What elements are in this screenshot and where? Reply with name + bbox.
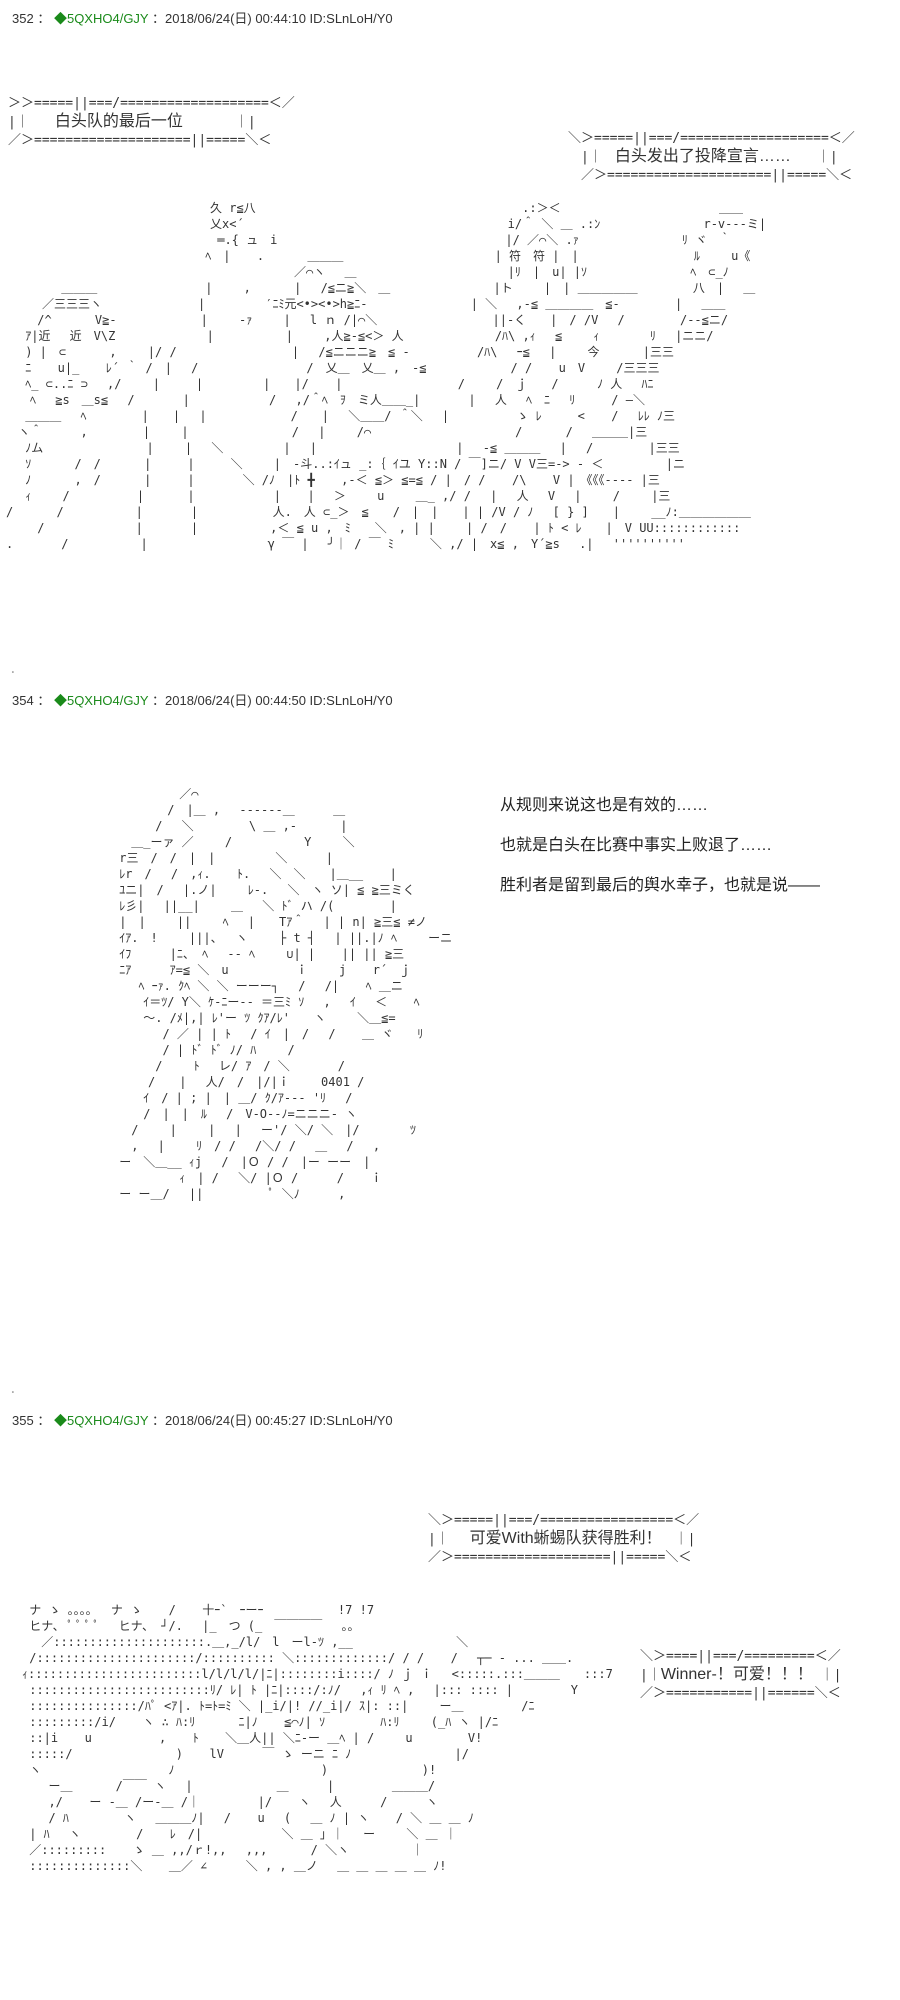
ascii-art-scene-1: 久 r≦八 .:＞＜ ＿＿ 乂x<´ i/＾ ＼ ＿ .:ﾝ r-v---ミ| … (6, 201, 767, 551)
post-header: 352 ： ◆5QXHO4/GJY ：2018/06/24(日) 00:44:1… (12, 8, 393, 27)
post-trip: ◆5QXHO4/GJY (53, 1413, 149, 1428)
caption-text: 可爱With蜥蜴队获得胜利！ (469, 1530, 662, 1547)
separator-dot: ． (10, 1382, 23, 1396)
caption-box-winner: ＼＞====||===/=========＜／ |｜Winner-！可爱！！！ … (640, 1649, 842, 1701)
post-trip: ◆5QXHO4/GJY (53, 693, 149, 708)
narration-line: 从规则来说这也是有效的…… (500, 797, 709, 814)
caption-box-left: ＞＞=====||===/===================＜／ |｜ 白头… (8, 96, 295, 148)
post-separator: ： (37, 11, 51, 26)
caption-text: 白头队的最后一位 (54, 113, 183, 130)
post-number[interactable]: 352 (12, 11, 34, 26)
ascii-art-character: ／⌒ / |＿ , ------＿ ＿ / ＼ \ ＿ ,- | ＿_ーァ ／ … (119, 787, 453, 1201)
caption-text: 白头发出了投降宣言…… (614, 148, 791, 165)
post-header: 355 ： ◆5QXHO4/GJY ：2018/06/24(日) 00:45:2… (12, 1410, 393, 1429)
post-separator: ： (37, 1413, 51, 1428)
post-meta: ：2018/06/24(日) 00:45:27 ID:SLnLoH/Y0 (152, 1413, 393, 1428)
post-number[interactable]: 355 (12, 1413, 34, 1428)
caption-box-win: ＼＞=====||===/=================＜／ |｜ 可爱Wi… (428, 1513, 700, 1565)
jersey-number: 0401 (321, 1075, 350, 1089)
post-separator: ： (37, 693, 51, 708)
caption-text: Winner-！可爱！！！ (660, 1666, 813, 1683)
post-trip: ◆5QXHO4/GJY (53, 11, 149, 26)
post-number[interactable]: 354 (12, 693, 34, 708)
post-header: 354 ： ◆5QXHO4/GJY ：2018/06/24(日) 00:44:5… (12, 690, 393, 709)
narration-line: 也就是白头在比赛中事实上败退了…… (500, 837, 773, 854)
caption-box-right: ＼＞=====||===/===================＜／ |｜ 白头… (568, 131, 855, 183)
ascii-art-celebration: ナ ゝ 。。。。 ナ ゝ / 十ｰ` ｰーｰ !7 !7 ヒナ、 ﾟ ﾟ ﾟ ﾟ… (22, 1603, 613, 1873)
narration-block: 从规则来说这也是有效的…… 也就是白头在比赛中事实上败退了…… 胜利者是留到最后… (500, 786, 820, 906)
post-meta: ：2018/06/24(日) 00:44:50 ID:SLnLoH/Y0 (152, 693, 393, 708)
narration-line: 胜利者是留到最后的舆水幸子，也就是说—— (500, 877, 821, 894)
separator-dot: ． (10, 662, 23, 676)
post-meta: ：2018/06/24(日) 00:44:10 ID:SLnLoH/Y0 (152, 11, 393, 26)
